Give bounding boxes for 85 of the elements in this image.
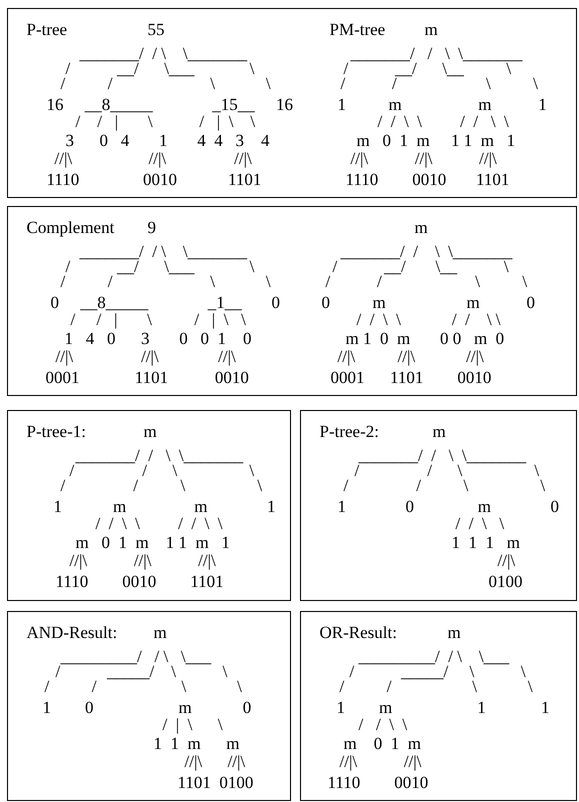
ascii-tree-line: / / \ \ / / \ \: [96, 515, 223, 532]
ascii-tree-line: / / \ \: [60, 273, 271, 290]
ascii-tree-line: / / \ \: [344, 477, 546, 494]
ascii-tree-line: m 0 1 m 1 1 m 1: [76, 534, 230, 551]
tree-panel: [7, 410, 291, 601]
ascii-tree-line: / / \ \: [340, 75, 538, 92]
ascii-tree-line: / __/ \___ \: [66, 258, 254, 275]
ascii-tree-line: / / \ \ / / \ \: [378, 113, 509, 130]
ascii-tree-line: 0100: [488, 573, 522, 590]
ascii-tree-line: _______/ / \ \_______: [80, 243, 248, 260]
ascii-tree-line: / _____/ \ \: [350, 663, 526, 680]
ascii-tree-line: 0 __8_____ _1__ 0: [50, 294, 280, 311]
ascii-tree-line: //|\ //|\: [340, 753, 422, 770]
ascii-tree-line: / / \ \: [44, 678, 242, 695]
ascii-tree-line: m 0 1 m: [344, 735, 421, 752]
ascii-tree-line: m: [432, 423, 446, 440]
ascii-tree-line: m: [448, 624, 461, 641]
ascii-tree-line: / / \ \: [456, 515, 504, 532]
ascii-tree-line: 1 1 m m: [154, 735, 240, 752]
ascii-tree-line: 1101 0100: [178, 774, 254, 791]
tree-title: P-tree: [26, 21, 68, 38]
ascii-tree-line: 0001 1101 0010: [46, 369, 249, 386]
tree-panel: [300, 410, 577, 601]
ascii-tree-line: m: [144, 423, 157, 440]
ascii-tree-line: 1110 0010 1101: [46, 171, 262, 188]
ascii-tree-line: //|\ //|\ //|\: [338, 348, 484, 365]
ascii-tree-line: / __/ \__ \: [332, 258, 509, 275]
ascii-tree-line: 16 __8_____ _15__ 16: [46, 96, 293, 113]
ascii-tree-line: //|\ //|\ //|\: [350, 150, 497, 167]
ascii-tree-line: m: [414, 219, 428, 236]
ascii-tree-line: _________/ / \ \___: [60, 648, 212, 665]
tree-title: P-tree-2:: [320, 423, 379, 440]
ascii-tree-line: _______/ / \ \_______: [76, 447, 244, 464]
ascii-tree-line: 1 m 1 1: [336, 699, 550, 716]
ascii-tree-line: / / \ \: [358, 716, 408, 733]
tree-title: OR-Result:: [320, 624, 397, 641]
ascii-tree-line: / / \ \: [340, 678, 533, 695]
ascii-tree-line: 1 4 0 3 0 0 1 0: [64, 330, 252, 347]
tree-title: PM-tree: [330, 21, 386, 38]
ascii-tree-line: m 1 0 m 0 0 m 0: [346, 330, 504, 347]
ascii-tree-line: 3 0 4 1 4 4 3 4: [66, 132, 270, 149]
tree-panel: [300, 611, 577, 801]
tree-panel: [7, 8, 577, 198]
ascii-tree-line: / __/ \__ \: [344, 60, 512, 77]
ascii-tree-line: 1 0 m 0: [338, 498, 559, 515]
ascii-tree-line: 55: [148, 21, 164, 38]
tree-panel: [7, 611, 291, 801]
ascii-tree-line: //|\ //|\ //|\: [70, 552, 216, 569]
tree-title: P-tree-1:: [26, 423, 86, 440]
ascii-tree-line: m: [424, 21, 438, 38]
ascii-tree-line: / _____/ \ \: [56, 663, 228, 680]
tree-panel: [7, 206, 577, 396]
ascii-tree-line: _______/ / \ \_______: [358, 447, 526, 464]
ascii-tree-line: 9: [148, 219, 156, 236]
ascii-tree-line: 1110 0010 1101: [56, 573, 224, 590]
ascii-tree-line: //|\: [498, 552, 516, 569]
ascii-tree-line: / / \ \: [60, 477, 262, 494]
ascii-tree-line: / __/ \___ \: [66, 60, 254, 77]
ascii-tree-line: / / \ \: [354, 462, 540, 479]
tree-title: AND-Result:: [26, 624, 118, 641]
ascii-tree-line: 0 m m 0: [322, 294, 535, 311]
ascii-tree-line: _______/ / \ \_______: [80, 45, 248, 62]
ascii-tree-line: / / \ \: [60, 75, 271, 92]
ascii-tree-line: //|\ //|\ //|\: [54, 150, 252, 167]
ascii-tree-line: / / | \ / | \ \: [70, 311, 246, 328]
ascii-tree-line: 1 m m 1: [338, 96, 547, 113]
ascii-tree-line: / / \ \: [70, 462, 254, 479]
ascii-tree-line: 0001 1101 0010: [330, 369, 492, 386]
ascii-tree-line: 1110 0010: [328, 774, 428, 791]
tree-title: Complement: [26, 219, 114, 236]
ascii-tree-line: _______/ / \ \_______: [350, 45, 522, 62]
ascii-tree-line: 1 m m 1: [54, 498, 276, 515]
ascii-tree-line: m: [154, 624, 167, 641]
ascii-tree-line: 1 1 1 m: [452, 534, 520, 551]
ascii-tree-line: / | \ \: [162, 716, 223, 733]
ascii-tree-line: / / \ \ / / \ \: [356, 311, 501, 328]
ascii-tree-line: / / | \ / | \ \: [76, 113, 256, 130]
ascii-tree-line: //|\ //|\ //|\: [56, 348, 236, 365]
ascii-tree-line: //|\ //|\: [184, 753, 246, 770]
ascii-tree-line: _________/ / \ \___: [358, 648, 510, 665]
ascii-tree-line: / / \ \: [326, 273, 528, 290]
ascii-tree-line: m 0 1 m 1 1 m 1: [356, 132, 516, 149]
ascii-tree-line: 1 0 m 0: [42, 699, 252, 716]
ascii-tree-line: _______/ / \ \_______: [340, 243, 512, 260]
ascii-tree-line: 1110 0010 1101: [346, 171, 510, 188]
